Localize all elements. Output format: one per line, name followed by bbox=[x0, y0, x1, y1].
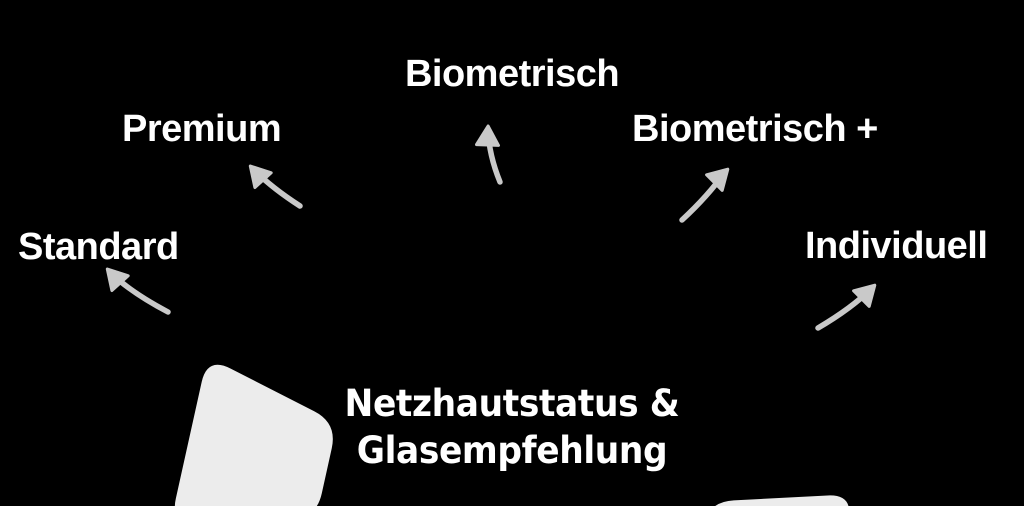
arrow-icon-biometrisch-plus bbox=[679, 167, 730, 223]
segment-label-premium: Premium bbox=[122, 108, 282, 150]
segments-group bbox=[174, 364, 849, 506]
center-title: Netzhautstatus & Glasempfehlung bbox=[36, 380, 988, 475]
arrow-icon-biometrisch bbox=[475, 124, 503, 185]
arc-segment-edge-left[interactable] bbox=[692, 495, 849, 506]
center-title-line-2: Glasempfehlung bbox=[356, 429, 668, 473]
arrow-icon-individuell bbox=[815, 283, 877, 331]
center-title-line-1: Netzhautstatus & bbox=[344, 382, 680, 425]
segment-label-biometrisch: Biometrisch bbox=[404, 53, 620, 95]
segment-label-biometrisch-plus: Biometrisch + bbox=[632, 108, 878, 150]
arrow-icon-standard bbox=[105, 267, 171, 315]
segment-label-standard: Standard bbox=[18, 226, 179, 268]
arrows-group bbox=[105, 124, 877, 331]
arrow-icon-premium bbox=[248, 164, 303, 209]
segment-label-individuell: Individuell bbox=[805, 225, 988, 267]
arc-segment-edge-right[interactable] bbox=[174, 364, 333, 506]
